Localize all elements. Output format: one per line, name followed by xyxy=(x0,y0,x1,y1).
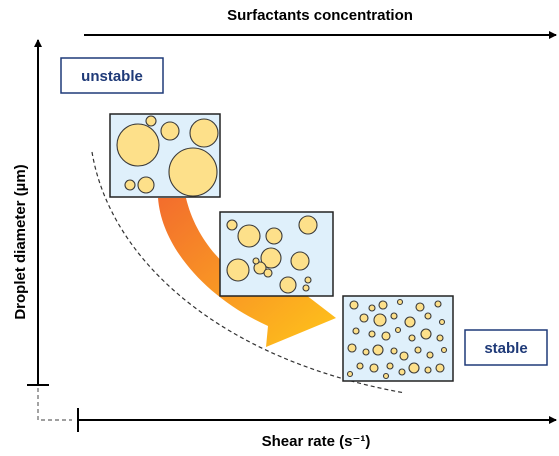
emulsion-panel-medium-droplets xyxy=(219,211,334,297)
droplet xyxy=(394,326,402,334)
droplet xyxy=(398,368,406,376)
droplet xyxy=(390,312,398,320)
droplet xyxy=(260,247,282,269)
emulsion-panel-large-droplets xyxy=(109,113,221,198)
unstable-label: unstable xyxy=(81,68,143,85)
droplet xyxy=(347,343,357,353)
droplet xyxy=(290,251,310,271)
droplet xyxy=(349,300,359,310)
droplet xyxy=(414,346,422,354)
droplet xyxy=(386,362,394,370)
droplet xyxy=(304,276,312,284)
droplet xyxy=(145,115,157,127)
droplet xyxy=(408,334,416,342)
droplet xyxy=(373,313,387,327)
trend-arrow xyxy=(158,198,336,347)
droplet xyxy=(440,346,448,354)
unstable-box xyxy=(60,57,164,94)
trend-dashed-curve xyxy=(91,151,406,394)
droplet xyxy=(252,257,260,265)
droplet xyxy=(396,298,404,306)
droplet xyxy=(368,304,376,312)
droplet xyxy=(137,176,155,194)
droplet xyxy=(168,147,218,197)
droplet xyxy=(438,318,446,326)
droplet xyxy=(226,258,250,282)
y-axis-label: Droplet diameter (µm) xyxy=(12,164,29,319)
droplet xyxy=(436,334,444,342)
droplet xyxy=(359,313,369,323)
droplet xyxy=(346,370,354,378)
droplet xyxy=(116,123,160,167)
droplet xyxy=(265,227,283,245)
droplet-group-medium xyxy=(226,215,318,294)
droplet xyxy=(298,215,318,235)
droplet xyxy=(372,344,384,356)
droplet xyxy=(399,351,409,361)
emulsion-panel-small-droplets xyxy=(342,295,454,382)
droplet xyxy=(408,362,420,374)
droplet xyxy=(263,268,273,278)
droplet xyxy=(279,276,297,294)
droplet xyxy=(369,363,379,373)
top-axis-label: Surfactants concentration xyxy=(227,7,413,24)
stable-box xyxy=(464,329,548,366)
stable-label: stable xyxy=(484,340,527,357)
droplet xyxy=(368,330,376,338)
droplet xyxy=(302,284,310,292)
droplet xyxy=(378,300,388,310)
droplet xyxy=(434,300,442,308)
droplet xyxy=(237,224,261,248)
droplet xyxy=(356,362,364,370)
droplet xyxy=(415,302,425,312)
droplet xyxy=(381,331,391,341)
droplet xyxy=(362,348,370,356)
droplet xyxy=(435,363,445,373)
droplet xyxy=(424,366,432,374)
droplet xyxy=(189,118,219,148)
origin-dashed-connector xyxy=(37,388,72,421)
droplet xyxy=(124,179,136,191)
droplet xyxy=(426,351,434,359)
droplet-group-large xyxy=(116,115,219,197)
droplet xyxy=(404,316,416,328)
droplet xyxy=(226,219,238,231)
droplet-group-small xyxy=(346,298,448,380)
droplet xyxy=(424,312,432,320)
droplet xyxy=(253,261,267,275)
droplet xyxy=(390,347,398,355)
droplet xyxy=(382,372,390,380)
droplet xyxy=(160,121,180,141)
droplet xyxy=(352,327,360,335)
x-axis-label: Shear rate (s⁻¹) xyxy=(262,433,371,450)
droplet xyxy=(420,328,432,340)
